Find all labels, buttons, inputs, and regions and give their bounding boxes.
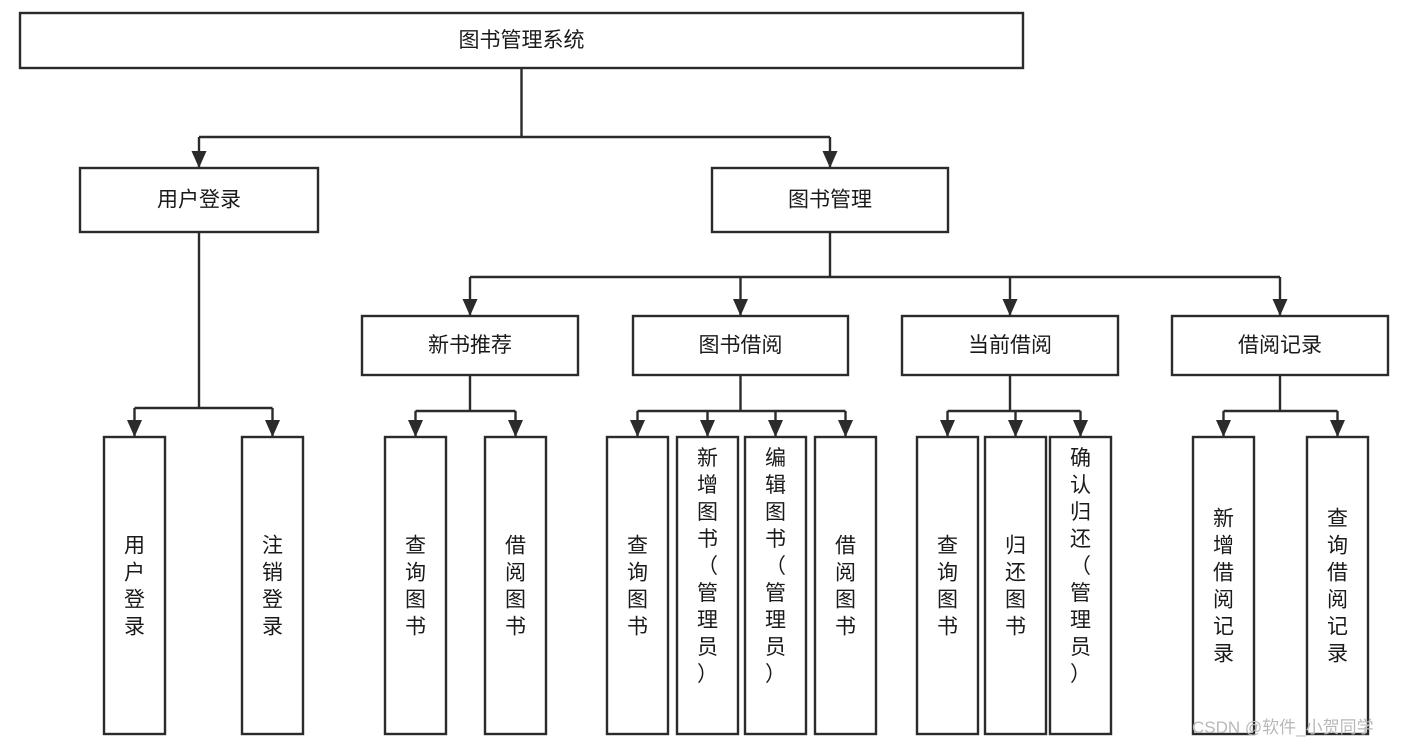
node-leaf-leaf-return-book[interactable]: 归还图书 (983, 435, 1048, 736)
node-root-box[interactable] (18, 11, 1025, 70)
node-l2-user-login-label: 用户登录 (157, 189, 241, 212)
node-leaf-leaf-user-login-label: 用户登录 (124, 535, 145, 639)
node-leaf-leaf-add-book-box[interactable] (675, 435, 740, 736)
node-leaf-leaf-query-book-borrow[interactable]: 查询图书 (605, 435, 670, 736)
conn-root-arrow-0 (191, 151, 207, 168)
node-l3-current-borrow[interactable]: 当前借阅 (900, 314, 1120, 377)
node-leaf-leaf-borrow-book-label: 借阅图书 (835, 535, 856, 639)
node-l2-user-login[interactable]: 用户登录 (78, 166, 320, 234)
conn-book-manage-arrow-0 (462, 299, 478, 316)
node-leaf-leaf-edit-book[interactable]: 编辑图书（管理员） (743, 435, 808, 736)
node-l3-borrow-record-box[interactable] (1170, 314, 1390, 377)
node-leaf-leaf-borrow-book-rec[interactable]: 借阅图书 (483, 435, 548, 736)
node-leaf-leaf-add-record[interactable]: 新增借阅记录 (1191, 435, 1256, 736)
node-leaf-leaf-edit-book-box[interactable] (743, 435, 808, 736)
node-leaf-leaf-query-book-rec-box[interactable] (383, 435, 448, 736)
nodes-layer: 图书管理系统用户登录图书管理新书推荐图书借阅当前借阅借阅记录用户登录注销登录查询… (18, 11, 1390, 736)
node-l3-new-book-recommend-label: 新书推荐 (428, 334, 512, 357)
conn-user-login-arrow-1 (265, 420, 280, 437)
node-leaf-leaf-return-book-box[interactable] (983, 435, 1048, 736)
node-l3-current-borrow-label: 当前借阅 (968, 334, 1052, 357)
conn-root-arrow-1 (822, 151, 838, 168)
node-leaf-leaf-borrow-book[interactable]: 借阅图书 (813, 435, 878, 736)
node-leaf-leaf-user-login-box[interactable] (102, 435, 167, 736)
node-leaf-leaf-confirm-return-box[interactable] (1048, 435, 1113, 736)
node-l2-book-manage[interactable]: 图书管理 (710, 166, 950, 234)
node-leaf-leaf-borrow-book-rec-label: 借阅图书 (505, 535, 526, 639)
conn-borrow-record-arrow-1 (1330, 420, 1345, 437)
node-leaf-leaf-return-book-label: 归还图书 (1005, 535, 1026, 639)
node-leaf-leaf-confirm-return-label: 确认归还（管理员） (1070, 447, 1091, 686)
node-leaf-leaf-logout[interactable]: 注销登录 (240, 435, 305, 736)
node-leaf-leaf-query-book-rec-label: 查询图书 (405, 535, 426, 639)
node-l3-borrow-record-label: 借阅记录 (1238, 334, 1322, 357)
node-leaf-leaf-logout-box[interactable] (240, 435, 305, 736)
node-l3-new-book-recommend-box[interactable] (360, 314, 580, 377)
node-leaf-leaf-add-record-box[interactable] (1191, 435, 1256, 736)
node-l3-current-borrow-box[interactable] (900, 314, 1120, 377)
node-leaf-leaf-edit-book-label: 编辑图书（管理员） (765, 447, 786, 686)
node-root[interactable]: 图书管理系统 (18, 11, 1025, 70)
node-leaf-leaf-query-record-box[interactable] (1305, 435, 1370, 736)
node-leaf-leaf-query-book-borrow-label: 查询图书 (627, 535, 648, 639)
node-leaf-leaf-borrow-book-rec-box[interactable] (483, 435, 548, 736)
conn-current-borrow-arrow-1 (1008, 420, 1023, 437)
node-l2-user-login-box[interactable] (78, 166, 320, 234)
node-root-label: 图书管理系统 (459, 29, 585, 52)
conn-book-borrow-arrow-0 (630, 420, 645, 437)
node-leaf-leaf-confirm-return[interactable]: 确认归还（管理员） (1048, 435, 1113, 736)
node-leaf-leaf-add-book-label: 新增图书（管理员） (697, 447, 718, 686)
node-leaf-leaf-query-record-label: 查询借阅记录 (1327, 508, 1348, 666)
conn-book-borrow-arrow-2 (768, 420, 783, 437)
csdn-watermark: CSDN @软件_小贺同学 (1192, 718, 1374, 737)
conn-borrow-record-arrow-0 (1216, 420, 1231, 437)
node-leaf-leaf-query-book-borrow-box[interactable] (605, 435, 670, 736)
node-l2-book-manage-label: 图书管理 (788, 189, 872, 212)
conn-book-manage-arrow-1 (733, 299, 748, 316)
conn-book-borrow-arrow-3 (838, 420, 853, 437)
node-leaf-leaf-query-record[interactable]: 查询借阅记录 (1305, 435, 1370, 736)
conn-user-login-arrow-0 (127, 420, 142, 437)
node-leaf-leaf-query-book-current[interactable]: 查询图书 (915, 435, 980, 736)
node-l3-borrow-record[interactable]: 借阅记录 (1170, 314, 1390, 377)
node-leaf-leaf-query-book-rec[interactable]: 查询图书 (383, 435, 448, 736)
conn-book-borrow-arrow-1 (700, 420, 715, 437)
conn-new-book-recommend-arrow-1 (508, 420, 523, 437)
node-leaf-leaf-add-book[interactable]: 新增图书（管理员） (675, 435, 740, 736)
node-l3-book-borrow-box[interactable] (631, 314, 850, 377)
conn-current-borrow-arrow-0 (940, 420, 955, 437)
node-leaf-leaf-borrow-book-box[interactable] (813, 435, 878, 736)
node-l3-new-book-recommend[interactable]: 新书推荐 (360, 314, 580, 377)
node-leaf-leaf-user-login[interactable]: 用户登录 (102, 435, 167, 736)
node-leaf-leaf-add-record-label: 新增借阅记录 (1213, 508, 1234, 666)
node-leaf-leaf-query-book-current-label: 查询图书 (937, 535, 958, 639)
node-leaf-leaf-logout-label: 注销登录 (262, 535, 283, 639)
node-leaf-leaf-query-book-current-box[interactable] (915, 435, 980, 736)
node-l3-book-borrow[interactable]: 图书借阅 (631, 314, 850, 377)
node-l2-book-manage-box[interactable] (710, 166, 950, 234)
conn-current-borrow-arrow-2 (1073, 420, 1088, 437)
conn-book-manage-arrow-2 (1002, 299, 1018, 316)
connectors-layer (127, 68, 1345, 437)
node-l3-book-borrow-label: 图书借阅 (699, 334, 783, 357)
conn-book-manage-arrow-3 (1272, 299, 1288, 316)
conn-new-book-recommend-arrow-0 (408, 420, 423, 437)
